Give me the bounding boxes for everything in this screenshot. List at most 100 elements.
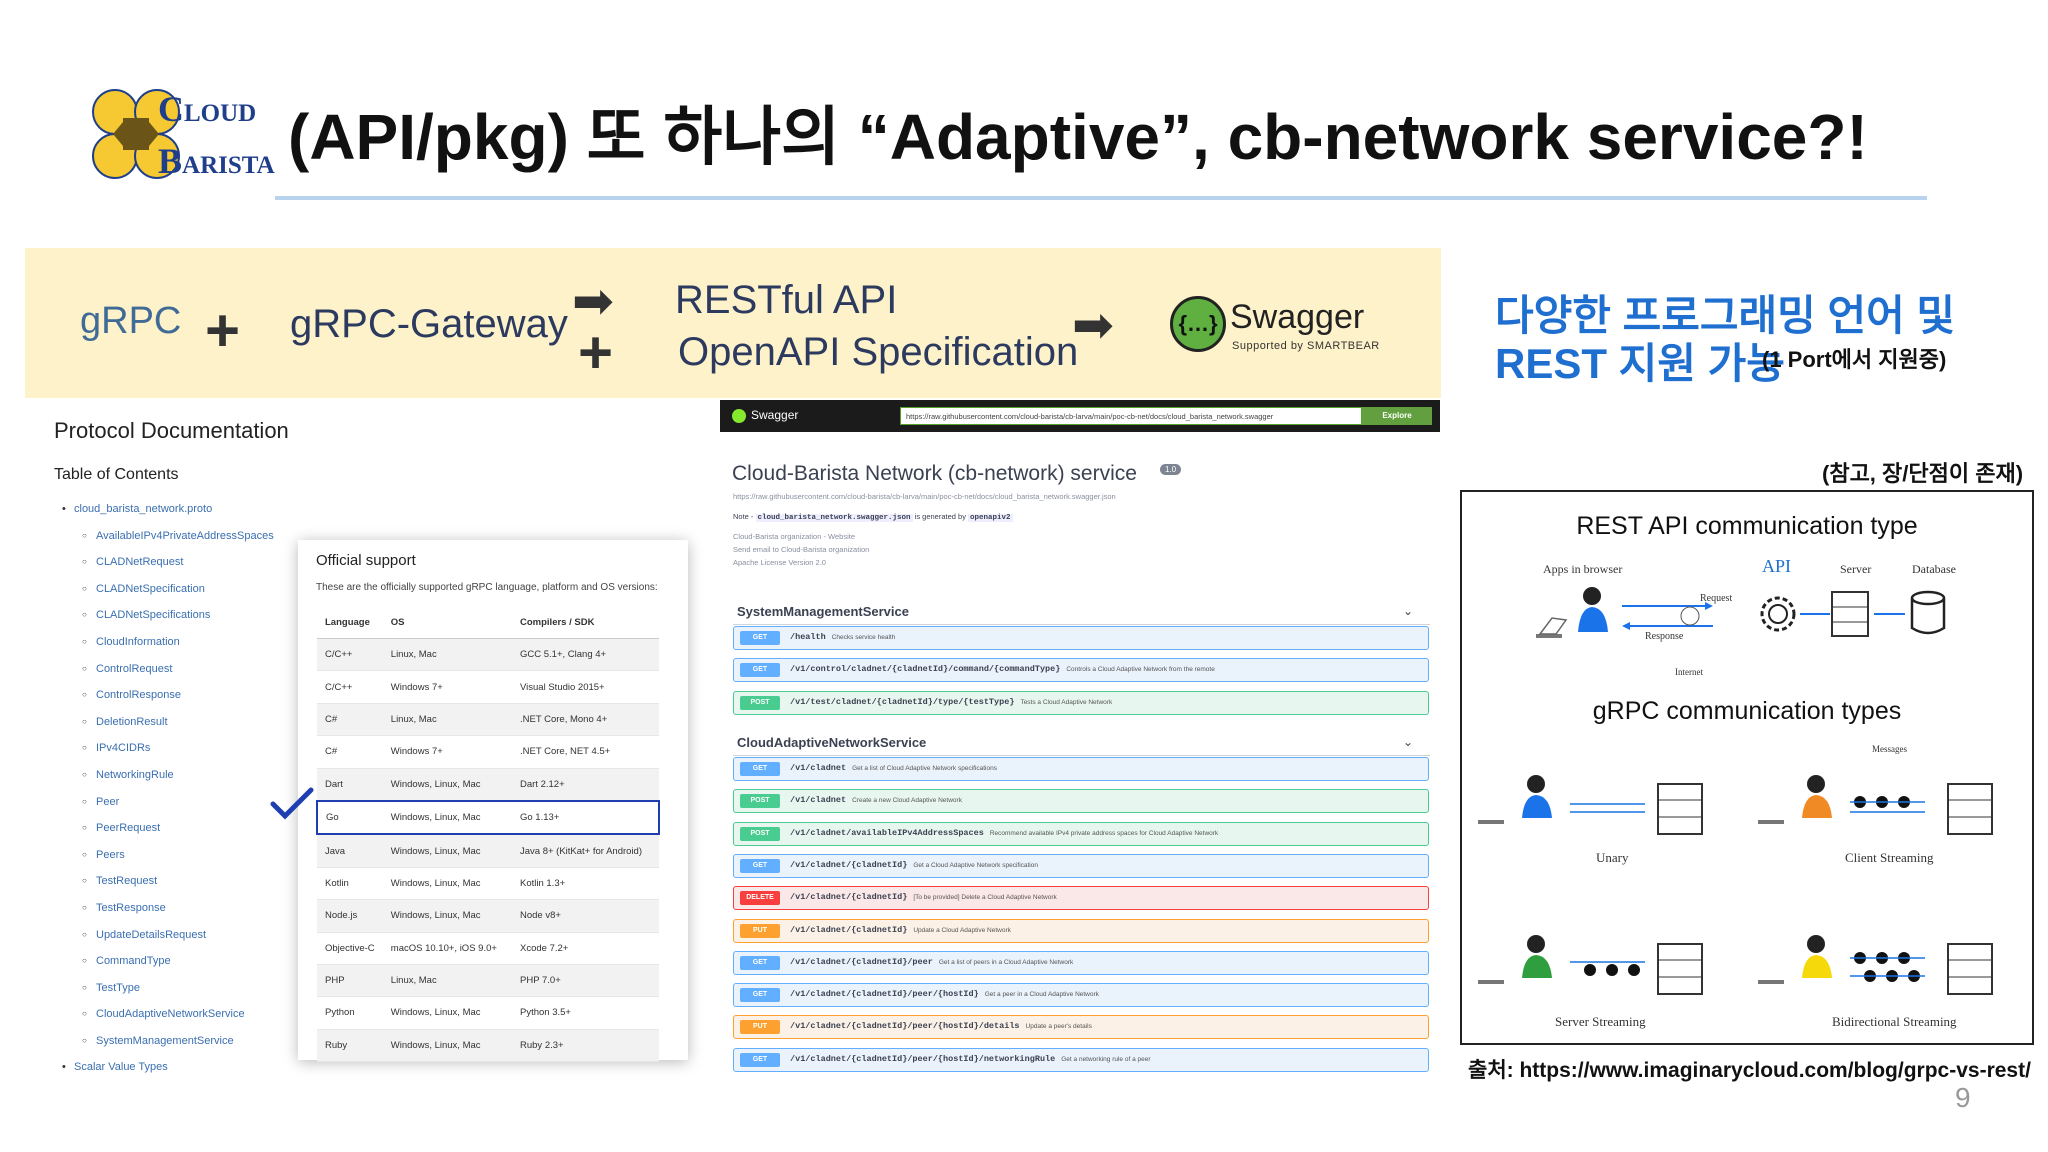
- toc-link[interactable]: UpdateDetailsRequest: [58, 922, 318, 949]
- toc-link[interactable]: CloudInformation: [58, 629, 318, 656]
- toc-link[interactable]: cloud_barista_network.proto: [58, 496, 318, 523]
- server-label: Server: [1840, 562, 1872, 576]
- toc-link[interactable]: SystemManagementService: [58, 1028, 318, 1055]
- table-cell: Windows 7+: [382, 735, 512, 769]
- request-arrowhead: [1705, 602, 1713, 610]
- operation-summary: [To be provided] Delete a Cloud Adaptive…: [913, 894, 1057, 902]
- note-file: cloud_barista_network.swagger.json: [755, 514, 913, 522]
- generated-note: Note - cloud_barista_network.swagger.jso…: [733, 512, 1013, 522]
- server-streaming-diagram: [1478, 935, 1703, 995]
- toc-link[interactable]: ControlResponse: [58, 682, 318, 709]
- toc-link[interactable]: Scalar Value Types: [58, 1054, 318, 1081]
- http-method-badge: GET: [740, 631, 780, 645]
- toc-link[interactable]: TestRequest: [58, 868, 318, 895]
- chevron-down-icon[interactable]: ⌄: [1403, 604, 1414, 618]
- toc-link[interactable]: CLADNetSpecification: [58, 576, 318, 603]
- official-support-title: Official support: [316, 552, 416, 569]
- operation-summary: Get a Cloud Adaptive Network specificati…: [913, 861, 1038, 869]
- table-cell: GCC 5.1+, Clang 4+: [512, 638, 659, 672]
- operation-row[interactable]: POST/v1/test/cladnet/{cladnetId}/type/{t…: [733, 690, 1429, 715]
- http-method-badge: GET: [740, 1052, 780, 1067]
- section-header[interactable]: SystemManagementService: [737, 604, 909, 619]
- toc-link[interactable]: CLADNetSpecifications: [58, 602, 318, 629]
- operation-row[interactable]: GET/v1/control/cladnet/{cladnetId}/comma…: [733, 658, 1429, 683]
- org-website-link[interactable]: Cloud-Barista organization - Website: [733, 532, 856, 541]
- operation-summary: Get a list of peers in a Cloud Adaptive …: [938, 958, 1074, 966]
- table-cell: PHP: [317, 964, 383, 998]
- grpc-logo: gRPC: [80, 300, 182, 342]
- toc-link[interactable]: CLADNetRequest: [58, 549, 318, 576]
- toc-link[interactable]: Peers: [58, 842, 318, 869]
- toc-link[interactable]: TestResponse: [58, 895, 318, 922]
- toc-link[interactable]: CommandType: [58, 948, 318, 975]
- note-prefix: Note -: [733, 512, 754, 521]
- chevron-down-icon[interactable]: ⌄: [1403, 735, 1414, 749]
- operation-summary: Tests a Cloud Adaptive Network: [1020, 698, 1113, 706]
- explore-button[interactable]: Explore: [1362, 407, 1432, 425]
- toc-link[interactable]: Peer: [58, 789, 318, 816]
- table-cell: Linux, Mac: [382, 703, 512, 737]
- toc-link[interactable]: IPv4CIDRs: [58, 735, 318, 762]
- operation-summary: Update a Cloud Adaptive Network: [913, 926, 1011, 934]
- operation-row[interactable]: GET/v1/cladnet/{cladnetId}Get a Cloud Ad…: [733, 853, 1429, 878]
- swagger-supported-by: Supported by SMARTBEAR: [1232, 340, 1380, 352]
- grpc-gateway-label: gRPC-Gateway: [290, 302, 568, 346]
- operation-row[interactable]: PUT/v1/cladnet/{cladnetId}Update a Cloud…: [733, 918, 1429, 943]
- license-link[interactable]: Apache License Version 2.0: [733, 558, 826, 567]
- operation-path: /v1/test/cladnet/{cladnetId}/type/{testT…: [790, 697, 1112, 707]
- operation-row[interactable]: DELETE/v1/cladnet/{cladnetId}[To be prov…: [733, 886, 1429, 911]
- note-tool: openapiv2: [968, 514, 1013, 522]
- spec-url-input[interactable]: https://raw.githubusercontent.com/cloud-…: [900, 407, 1362, 425]
- operation-row[interactable]: POST/v1/cladnet/availableIPv4AddressSpac…: [733, 821, 1429, 846]
- http-method-badge: POST: [740, 826, 780, 841]
- toc-link[interactable]: PeerRequest: [58, 815, 318, 842]
- toc-link[interactable]: DeletionResult: [58, 709, 318, 736]
- http-method-badge: POST: [740, 695, 780, 710]
- toc-link[interactable]: AvailableIPv4PrivateAddressSpaces: [58, 523, 318, 550]
- toc-link[interactable]: CloudAdaptiveNetworkService: [58, 1001, 318, 1028]
- grpc-diagram-title: gRPC communication types: [1592, 697, 1902, 725]
- section-header[interactable]: CloudAdaptiveNetworkService: [737, 735, 927, 750]
- checkmark-icon: [270, 787, 314, 820]
- path-text: /v1/test/cladnet/{cladnetId}/type/{testT…: [790, 696, 1015, 707]
- table-cell: Windows, Linux, Mac: [382, 799, 512, 836]
- org-email-link[interactable]: Send email to Cloud-Barista organization: [733, 545, 870, 554]
- table-cell: .NET Core, Mono 4+: [512, 703, 659, 737]
- table-cell: Python 3.5+: [512, 996, 659, 1030]
- toc-link[interactable]: NetworkingRule: [58, 762, 318, 789]
- table-cell: Objective-C: [317, 932, 383, 965]
- operation-row[interactable]: GET/v1/cladnet/{cladnetId}/peer/{hostId}…: [733, 983, 1429, 1008]
- operation-row[interactable]: GET/v1/cladnet/{cladnetId}/peer/{hostId}…: [733, 1047, 1429, 1072]
- http-method-badge: GET: [740, 663, 780, 678]
- toc-link[interactable]: TestType: [58, 975, 318, 1002]
- operation-summary: Update a peer's details: [1025, 1023, 1092, 1031]
- page-number: 9: [1955, 1082, 1971, 1113]
- path-text: /v1/cladnet/{cladnetId}/peer/{hostId}/ne…: [790, 1053, 1056, 1064]
- laptop-icon: [1536, 617, 1568, 638]
- operation-row[interactable]: PUT/v1/cladnet/{cladnetId}/peer/{hostId}…: [733, 1015, 1429, 1040]
- version-badge: 1.0: [1160, 464, 1182, 475]
- response-label: Response: [1645, 631, 1684, 642]
- table-cell: Kotlin: [317, 867, 383, 901]
- source-citation: 출처: https://www.imaginarycloud.com/blog/…: [1468, 1059, 2031, 1082]
- table-cell: Windows, Linux, Mac: [382, 834, 512, 868]
- http-method-badge: PUT: [740, 1020, 780, 1035]
- note-mid: is generated by: [914, 512, 966, 521]
- toc-link[interactable]: ControlRequest: [58, 656, 318, 683]
- unary-label: Unary: [1596, 850, 1629, 865]
- table-cell: Dart 2.12+: [512, 768, 659, 802]
- operation-summary: Checks service health: [831, 634, 896, 641]
- plus-sign: +: [578, 319, 614, 386]
- restful-api-label: RESTful API: [675, 278, 898, 322]
- spec-url-link[interactable]: https://raw.githubusercontent.com/cloud-…: [733, 492, 1116, 501]
- table-cell: Windows, Linux, Mac: [382, 996, 512, 1030]
- operation-path: /v1/cladnet/{cladnetId}Get a Cloud Adapt…: [790, 860, 1038, 870]
